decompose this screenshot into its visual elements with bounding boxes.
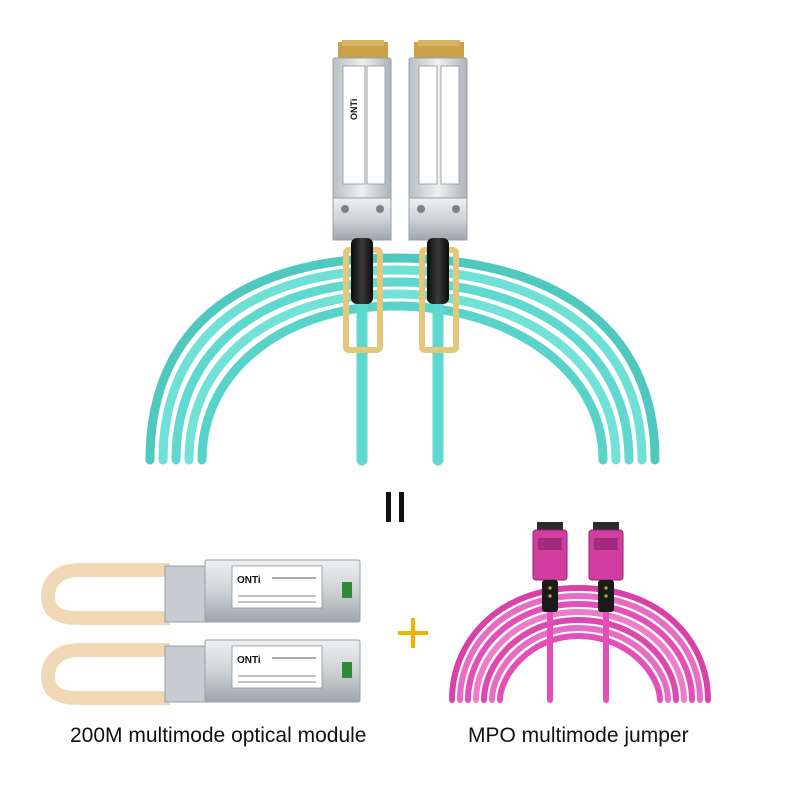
svg-text:ONTi: ONTi: [349, 99, 359, 120]
mpo-jumper-coil: [449, 584, 711, 703]
equals-sign: [382, 492, 410, 522]
svg-text:ONTi: ONTi: [237, 655, 261, 666]
aoc-connector-left: ONTi: [332, 40, 392, 353]
aoc-cable-coil: [145, 253, 660, 466]
optical-module-top: ONTi: [41, 559, 361, 625]
svg-text:ONTi: ONTi: [237, 575, 261, 586]
mpo-connector-right: [588, 522, 624, 612]
optical-module-caption: 200M multimode optical module: [70, 724, 367, 747]
mpo-connector-left: [532, 522, 568, 612]
optical-module-bottom: ONTi: [41, 639, 361, 705]
plus-sign: [398, 618, 428, 648]
mpo-jumper-caption: MPO multimode jumper: [468, 724, 689, 747]
aoc-connector-right: [408, 40, 468, 353]
